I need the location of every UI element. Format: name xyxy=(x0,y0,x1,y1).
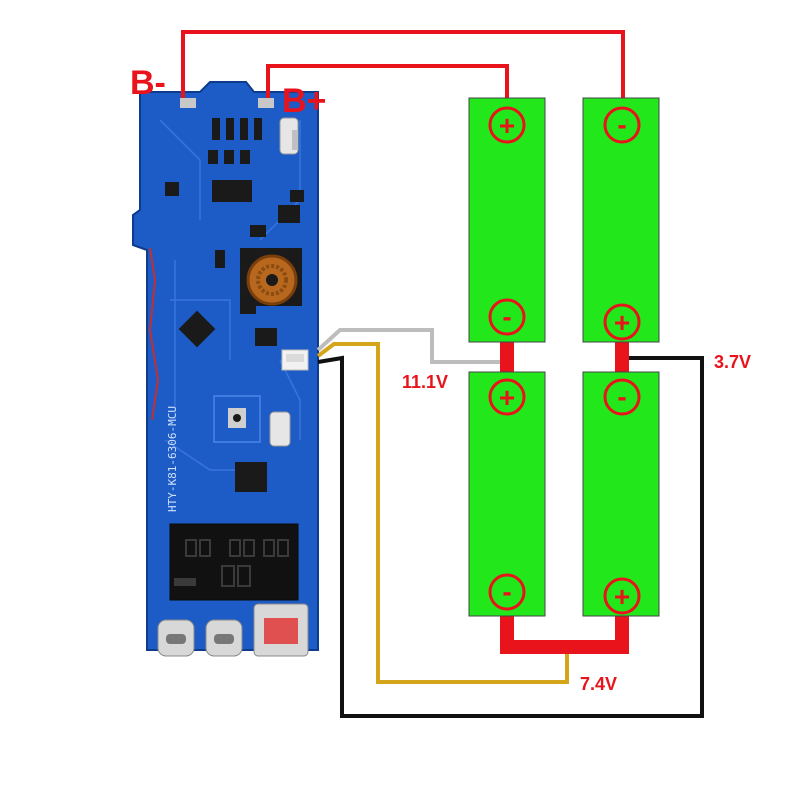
b-minus-label: B- xyxy=(130,64,166,102)
terminal-label: + xyxy=(499,110,515,141)
pcb-board: HTY-K81-6306-MCU xyxy=(132,81,319,657)
terminal-label: - xyxy=(617,109,626,140)
link-left-series xyxy=(500,342,514,376)
b-plus-wire xyxy=(266,64,509,100)
capacitor xyxy=(279,117,299,155)
ic-chip xyxy=(212,180,252,202)
usb-c-port-2 xyxy=(205,619,243,657)
cell-top-left: + - xyxy=(468,97,546,343)
terminal-label: + xyxy=(614,581,630,612)
thermistor-wire xyxy=(148,247,160,421)
ic-chip xyxy=(235,462,267,492)
balance-wire-11-1v xyxy=(316,328,507,364)
voltage-label-3-7v: 3.7V xyxy=(714,352,751,372)
balance-wire-3-7v xyxy=(317,355,704,718)
cell-top-right: - + xyxy=(582,97,660,343)
balance-wire-7-4v xyxy=(316,342,569,684)
usb-c-port-1 xyxy=(157,619,195,657)
voltage-label-7-4v: 7.4V xyxy=(580,674,617,694)
mcu-chip xyxy=(178,310,216,348)
usb-a-port xyxy=(253,603,309,657)
terminal-label: + xyxy=(614,307,630,338)
wire-connector xyxy=(281,349,309,371)
cell-bottom-left: + - xyxy=(468,371,546,617)
push-button xyxy=(213,395,261,443)
cell-bottom-right: - + xyxy=(582,371,660,617)
b-minus-wire xyxy=(181,30,625,100)
b-plus-label: B+ xyxy=(282,82,326,120)
link-right-series xyxy=(615,342,629,376)
inductor-coil xyxy=(240,248,302,306)
board-model-text: HTY-K81-6306-MCU xyxy=(166,406,179,512)
terminal-label: - xyxy=(617,381,626,412)
terminal-label: + xyxy=(499,382,515,413)
terminal-label: - xyxy=(502,301,511,332)
voltage-label-11-1v: 11.1V xyxy=(402,372,448,392)
terminal-label: - xyxy=(502,576,511,607)
b-plus-pad xyxy=(258,98,274,108)
led-display xyxy=(169,523,299,601)
b-minus-pad xyxy=(180,98,196,108)
capacitor xyxy=(269,411,291,447)
link-bottom-series xyxy=(500,615,629,654)
